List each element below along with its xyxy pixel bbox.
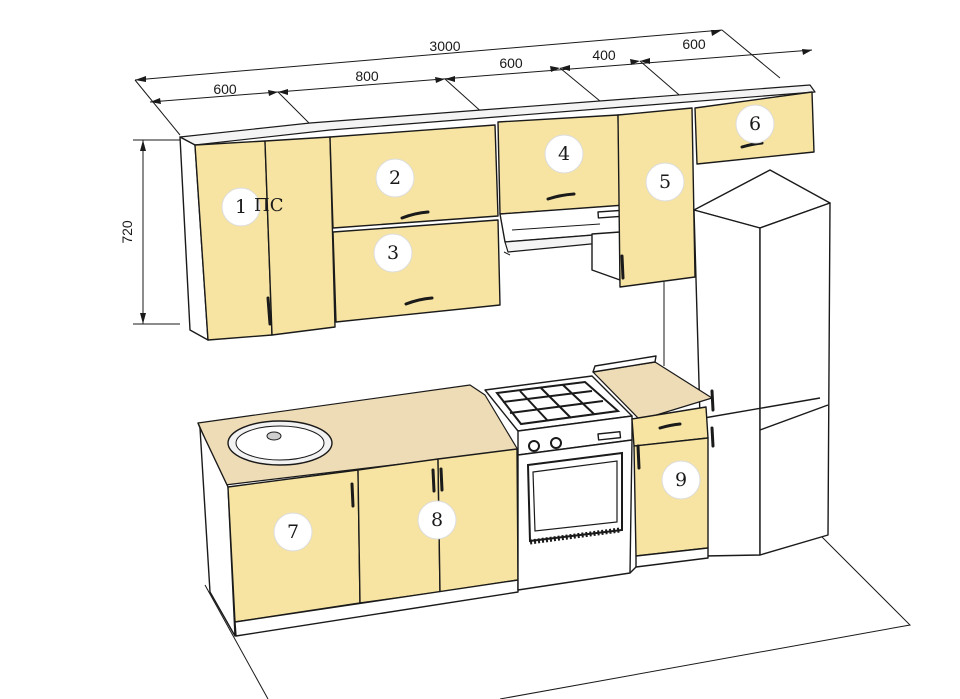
badge-2: 2 [375, 158, 415, 198]
badge-6: 6 [735, 104, 775, 144]
dim-height: 720 [119, 220, 135, 244]
cabinet-1 [179, 136, 336, 341]
badge-5-label: 5 [659, 171, 671, 193]
refrigerator [693, 169, 831, 557]
stove-grate [495, 380, 621, 426]
upper-cabinets [179, 84, 816, 341]
badge-6-label: 6 [749, 113, 761, 135]
badge-4-label: 4 [558, 143, 570, 165]
cabinet-8 [357, 448, 519, 604]
badge-9-label: 9 [675, 469, 687, 491]
dim-seg-2: 800 [355, 68, 379, 84]
badge-8: 8 [417, 500, 457, 540]
dim-total: 3000 [429, 38, 460, 54]
dim-seg-1: 600 [213, 81, 237, 97]
dim-seg-4: 400 [592, 47, 616, 63]
badge-1-note: ПС [254, 195, 283, 216]
dim-seg-3: 600 [499, 55, 523, 71]
badge-4: 4 [544, 134, 584, 174]
badge-2-label: 2 [389, 167, 401, 189]
range-hood [499, 204, 633, 281]
number-badges: 1 ПС 2 3 4 5 6 7 8 [221, 104, 775, 552]
badge-1-label: 1 [235, 196, 247, 218]
badge-3: 3 [373, 233, 413, 273]
badge-7: 7 [273, 512, 313, 552]
cabinet-9 [629, 406, 709, 574]
dimension-labels: 3000 600 800 600 400 600 720 [119, 36, 706, 244]
badge-7-label: 7 [287, 521, 299, 543]
badge-8-label: 8 [431, 509, 443, 531]
sink [227, 420, 333, 466]
dim-seg-5: 600 [682, 36, 706, 52]
stove [484, 375, 633, 591]
badge-3-label: 3 [387, 242, 399, 264]
badge-9: 9 [661, 460, 701, 500]
floor-outline [204, 534, 912, 699]
badge-5: 5 [645, 162, 685, 202]
dimension-lines [133, 29, 813, 325]
lower-cabinets [197, 355, 713, 637]
badge-1: 1 ПС [221, 187, 283, 227]
cabinet-3 [332, 219, 501, 323]
